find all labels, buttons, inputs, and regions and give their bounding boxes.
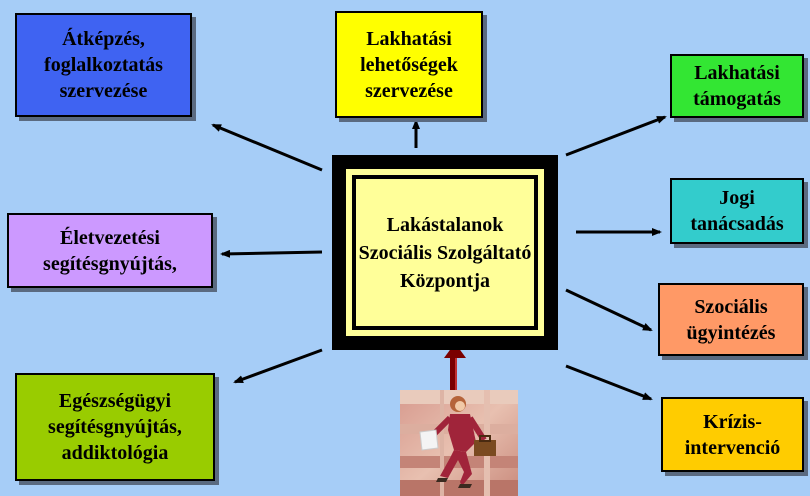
box-atkepzes-line-3: szervezése — [59, 80, 148, 102]
box-szocialis: Szociális ügyintézés — [658, 283, 804, 356]
center-line-1: Lakástalanok — [386, 213, 504, 236]
box-atkepzes-line-1: Átképzés, — [62, 28, 145, 50]
box-eletvezetesi-line-1: Életvezetési — [60, 226, 160, 249]
box-lakhatasi-lehetosegek: Lakhatási lehetőségek szervezése — [335, 11, 483, 118]
box-atkepzes-line-2: foglalkoztatás — [44, 54, 163, 76]
arrow-to-atkepzes — [211, 123, 323, 172]
arrow-to-lakhatasi-tamogatas — [565, 115, 667, 157]
box-eletvezetesi-line-2: segítésgnyújtás, — [43, 252, 177, 275]
box-jogi: Jogi tanácsadás — [670, 178, 804, 244]
box-lakhatasi-lehetosegek-line-1: Lakhatási — [366, 27, 452, 50]
box-szocialis-line-1: Szociális — [694, 295, 768, 318]
box-lakhatasi-tamogatas: Lakhatási támogatás — [670, 54, 804, 118]
box-krizis-line-1: Krízis- — [703, 410, 762, 433]
arrow-to-szocialis — [565, 288, 653, 332]
box-szocialis-line-2: ügyintézés — [686, 321, 776, 344]
center-line-2: Szociális — [358, 241, 432, 264]
box-egeszsegugyi-line-1: Egészségügyi — [58, 390, 172, 412]
box-krizis-line-2: intervenció — [684, 436, 781, 459]
box-egeszsegugyi: Egészségügyi segítésgnyújtás, addiktológ… — [15, 373, 215, 481]
box-atkepzes: Átképzés, foglalkoztatás szervezése — [15, 13, 192, 117]
box-eletvezetesi: Életvezetési segítésgnyújtás, — [7, 213, 213, 288]
box-lakhatasi-lehetosegek-line-3: szervezése — [365, 79, 453, 102]
arrow-to-krizis — [565, 364, 653, 401]
arrow-to-egeszsegugyi — [233, 348, 323, 384]
center-line-3: Szolgáltató — [436, 241, 532, 264]
box-egeszsegugyi-line-2: segítésgnyújtás, — [48, 416, 182, 438]
box-jogi-line-2: tanácsadás — [690, 213, 784, 235]
box-lakhatasi-tamogatas-line-2: támogatás — [693, 88, 781, 110]
arrow-from-client — [444, 343, 466, 390]
arrow-to-eletvezetesi — [220, 249, 323, 258]
person-with-briefcase-image — [400, 390, 518, 496]
box-lakhatasi-tamogatas-line-1: Lakhatási — [694, 62, 780, 84]
box-jogi-line-1: Jogi — [719, 187, 755, 209]
center-line-4: Központja — [400, 269, 490, 292]
box-egeszsegugyi-line-3: addiktológia — [61, 442, 169, 464]
box-lakhatasi-lehetosegek-line-2: lehetőségek — [360, 53, 458, 76]
box-krizis: Krízis- intervenció — [661, 397, 804, 472]
center-hub: Lakástalanok Szociális Szolgáltató Közpo… — [332, 155, 558, 350]
